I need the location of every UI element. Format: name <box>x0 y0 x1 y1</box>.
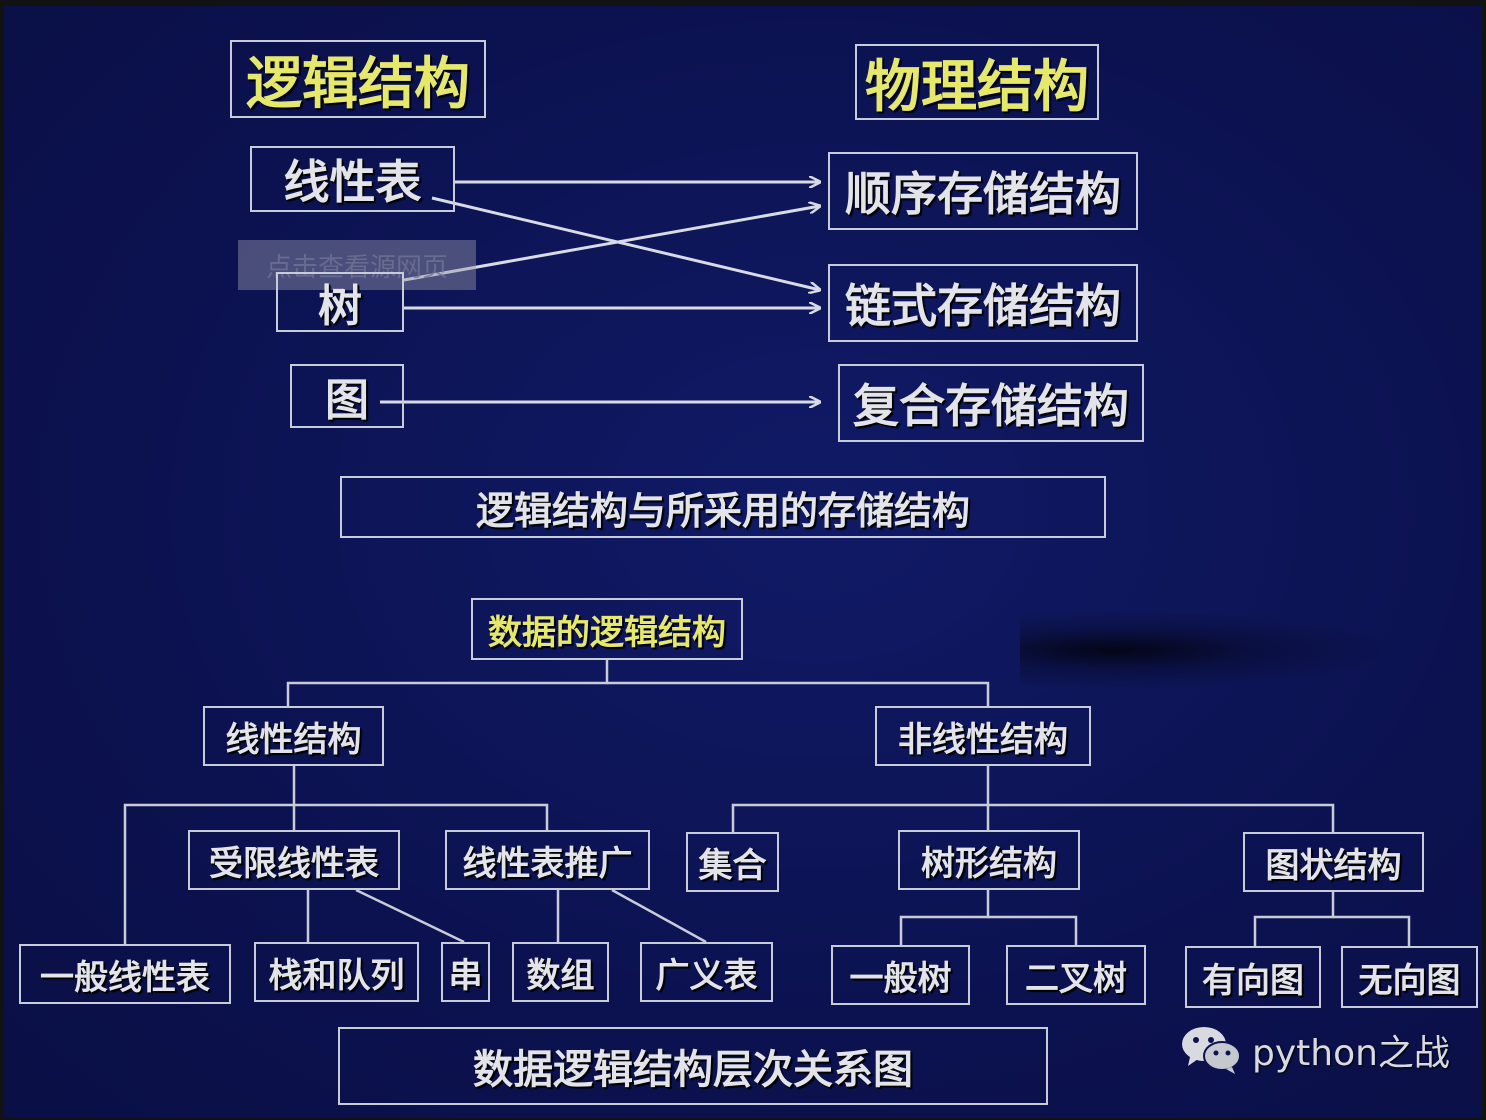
node-linear: 线性结构 <box>203 706 384 766</box>
root-node: 数据的逻辑结构 <box>471 598 743 660</box>
bottom-caption: 数据逻辑结构层次关系图 <box>338 1027 1048 1105</box>
watermark-overlay[interactable]: 点击查看源网页 <box>238 240 476 290</box>
physical-item-linked: 链式存储结构 <box>828 264 1138 342</box>
leaf-general-list: 一般线性表 <box>19 944 231 1004</box>
node-restricted-list: 受限线性表 <box>188 830 400 890</box>
blur-smudge <box>1020 610 1400 690</box>
logical-item-linear-list: 线性表 <box>250 146 455 212</box>
arrow-tree-to-sequential <box>403 206 820 282</box>
node-nonlinear: 非线性结构 <box>875 706 1091 766</box>
tree-line-root <box>286 660 609 706</box>
tree-line-tree <box>899 890 990 945</box>
node-set: 集合 <box>686 832 779 892</box>
physical-structure-title: 物理结构 <box>855 44 1099 120</box>
brand-watermark: python之战 <box>1180 1022 1450 1078</box>
logical-item-graph: 图 <box>290 364 404 428</box>
leaf-undirected-graph: 无向图 <box>1341 946 1478 1008</box>
wechat-icon <box>1182 1027 1241 1074</box>
leaf-binary-tree: 二叉树 <box>1006 945 1146 1005</box>
arrow-list-to-linked <box>431 196 820 290</box>
brand-text: python之战 <box>1252 1033 1450 1074</box>
node-tree-structure: 树形结构 <box>898 830 1080 890</box>
tree-line-nonlinear <box>731 766 990 832</box>
node-list-generalization: 线性表推广 <box>445 830 650 890</box>
node-graph-structure: 图状结构 <box>1243 832 1424 892</box>
logical-item-tree: 树 <box>276 272 404 332</box>
leaf-string: 串 <box>441 942 490 1002</box>
physical-item-composite: 复合存储结构 <box>838 364 1144 442</box>
leaf-array: 数组 <box>512 942 609 1002</box>
physical-item-sequential: 顺序存储结构 <box>828 152 1138 230</box>
logical-structure-title: 逻辑结构 <box>230 40 486 118</box>
leaf-directed-graph: 有向图 <box>1185 946 1321 1008</box>
tree-line-graph <box>1253 892 1335 946</box>
leaf-general-tree: 一般树 <box>831 945 970 1005</box>
top-caption: 逻辑结构与所采用的存储结构 <box>340 476 1106 538</box>
leaf-stack-queue: 栈和队列 <box>254 942 419 1002</box>
tree-line-linear <box>123 766 296 944</box>
leaf-generalized-list: 广义表 <box>640 942 773 1002</box>
